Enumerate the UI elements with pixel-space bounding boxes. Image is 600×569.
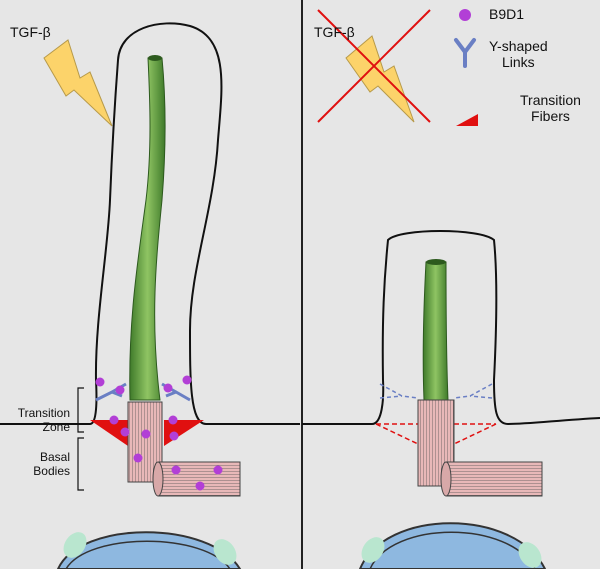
nuclear-pore [518, 542, 542, 568]
basal-bodies-label-line1: Basal [39, 450, 70, 464]
legend-transition-fiber-label: Transition Fibers [520, 92, 581, 124]
legend-transition-fiber-label-line1: Transition [520, 92, 581, 108]
transition-fiber-right [164, 420, 204, 446]
legend-y-link-icon [454, 38, 476, 68]
b9d1-dots-left [95, 375, 223, 491]
legend-b9d1-icon [459, 9, 471, 21]
ciliary-membrane-right [302, 230, 600, 426]
ciliary-membrane-left [0, 22, 300, 425]
legend-transition-fiber-label-line2: Fibers [531, 108, 570, 124]
legend-y-link-label: Y-shaped Links [489, 38, 548, 70]
transition-zone-label: Transition Zone [4, 406, 70, 434]
tgf-beta-label-right: TGF-β [314, 24, 355, 40]
basal-body-horizontal-right [445, 461, 543, 497]
transition-zone-label-line2: Zone [42, 420, 70, 434]
legend-b9d1-label: B9D1 [489, 6, 525, 22]
transition-fibers-right-dashed [375, 423, 497, 445]
y-links-right-dashed [379, 383, 493, 399]
cross-out-icon [317, 9, 431, 123]
basal-body-horizontal [157, 461, 241, 497]
nucleus-right [358, 522, 547, 569]
axoneme-left [129, 57, 166, 401]
legend-y-link-label-line2: Links [501, 54, 535, 70]
nuclear-pore [361, 537, 385, 563]
transition-fiber-left [90, 420, 128, 446]
basal-bodies-label: Basal Bodies [4, 450, 70, 478]
lightning-bolt-blocked-icon [345, 35, 415, 123]
zone-brackets [77, 387, 84, 491]
nuclear-pore [63, 532, 87, 558]
tgf-beta-label-left: TGF-β [10, 24, 51, 40]
legend-transition-fiber-icon [456, 114, 478, 126]
axoneme-right [422, 261, 449, 401]
basal-bodies-label-line2: Bodies [33, 464, 70, 478]
transition-zone-label-line1: Transition [17, 406, 70, 420]
nuclear-pore [213, 539, 237, 565]
legend-y-link-label-line1: Y-shaped [489, 38, 548, 54]
lightning-bolt-icon [43, 39, 113, 127]
nucleus-left [56, 531, 242, 569]
